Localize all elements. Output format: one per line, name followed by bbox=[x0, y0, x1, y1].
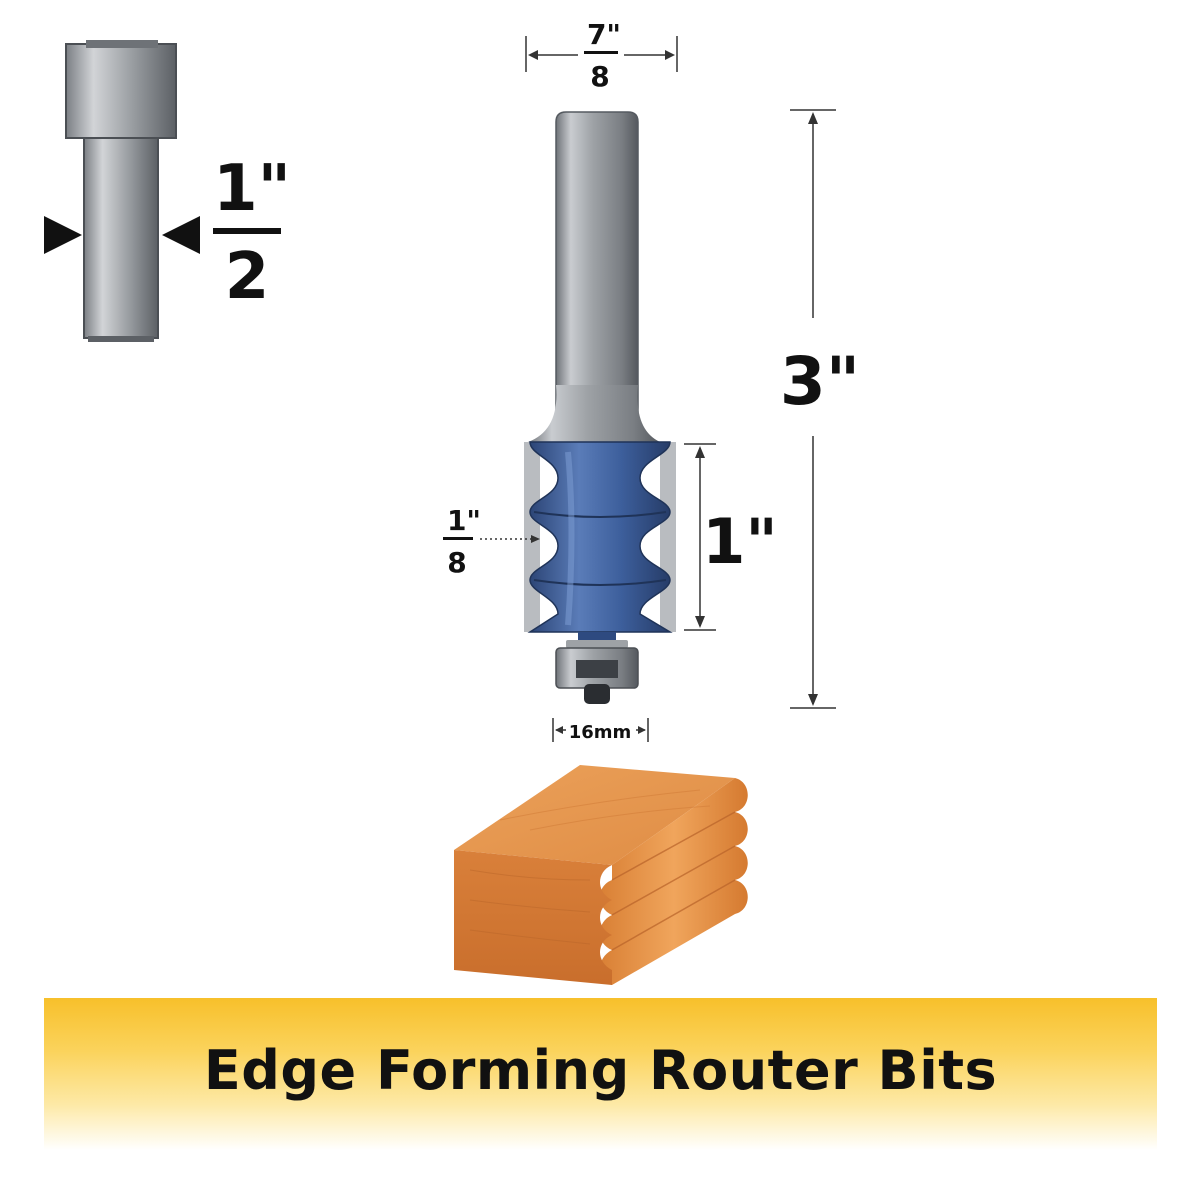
cutter-groove-1 bbox=[533, 511, 667, 518]
wood-profile bbox=[454, 765, 748, 985]
shank-fraction-bar bbox=[213, 228, 281, 234]
overall-length-dimension: 3" bbox=[780, 109, 860, 709]
wood-top-face bbox=[454, 765, 735, 865]
bearing-diameter-label: 16mm bbox=[569, 722, 632, 743]
cutter-body bbox=[527, 441, 673, 633]
bearing-washer bbox=[566, 640, 628, 648]
bead-radius-numerator: 1" bbox=[447, 504, 481, 537]
cutter-diameter-denominator: 8 bbox=[590, 60, 609, 93]
shank-fraction-numerator: 1" bbox=[213, 152, 291, 226]
router-bit bbox=[524, 111, 676, 704]
cutting-length-dimension: 1" bbox=[684, 443, 778, 631]
banner-title: Edge Forming Router Bits bbox=[203, 1038, 998, 1102]
cutter-diameter-dimension: 7" 8 bbox=[525, 18, 678, 93]
wood-bead-face bbox=[600, 778, 748, 985]
shank-base bbox=[88, 336, 154, 342]
shank-collar bbox=[65, 43, 177, 139]
cutter-highlight bbox=[565, 451, 575, 626]
shank-fraction-denominator: 2 bbox=[225, 240, 270, 314]
shank-arrow-right bbox=[162, 216, 200, 254]
bearing-screw bbox=[584, 684, 610, 704]
wood-front-face bbox=[454, 850, 612, 985]
title-banner: Edge Forming Router Bits bbox=[44, 998, 1157, 1150]
bit-neck bbox=[528, 385, 660, 442]
cutter-groove-2 bbox=[533, 579, 667, 586]
carbide-right bbox=[660, 442, 676, 632]
shank-body bbox=[83, 137, 159, 339]
bearing-diameter-dimension: 16mm bbox=[552, 718, 649, 743]
cutter-diameter-numerator: 7" bbox=[587, 18, 621, 51]
bearing-race bbox=[576, 660, 618, 678]
bit-shank bbox=[555, 111, 639, 421]
bead-radius-dimension: 1" 8 bbox=[443, 504, 540, 579]
shank-diagram: 1" 2 bbox=[44, 40, 291, 342]
bead-radius-denominator: 8 bbox=[447, 546, 466, 579]
shank-arrow-left bbox=[44, 216, 82, 254]
shank-collar-top bbox=[86, 40, 158, 48]
overall-length-label: 3" bbox=[780, 343, 860, 420]
cutting-length-label: 1" bbox=[702, 505, 777, 578]
